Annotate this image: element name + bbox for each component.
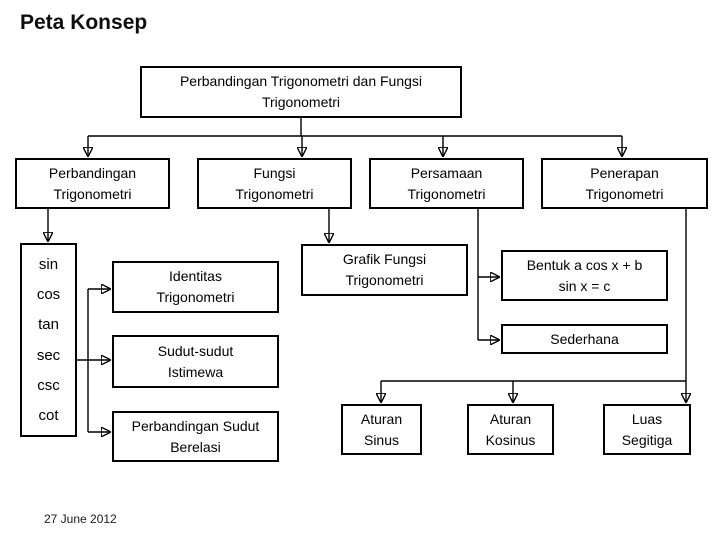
node-grafik-line1: Grafik Fungsi <box>342 251 427 267</box>
ratio-item-cos: cos <box>36 285 61 303</box>
node-aturan-kosinus-line2: Kosinus <box>485 431 536 448</box>
node-luas-segitiga-line2: Segitiga <box>621 431 673 448</box>
node-perbandingan-trigonometri: Perbandingan Trigonometri <box>15 158 170 209</box>
ratio-item-cot: cot <box>38 407 59 425</box>
node-persamaan-line1: Persamaan <box>410 164 483 181</box>
node-sudut-istimewa-line2: Istimewa <box>167 363 224 380</box>
node-perbandingan-line1: Perbandingan <box>48 164 137 181</box>
node-identitas-line2: Trigonometri <box>156 289 235 305</box>
node-root: Perbandingan Trigonometri dan Fungsi Tri… <box>140 66 462 118</box>
node-sudut-istimewa-line1: Sudut-sudut <box>157 342 234 359</box>
node-root-line2: Trigonometri <box>261 94 341 110</box>
ratio-item-csc: csc <box>37 376 60 394</box>
node-sudut-berelasi-line2: Berelasi <box>170 438 221 455</box>
node-aturan-kosinus: Aturan Kosinus <box>467 404 554 455</box>
node-identitas-line1: Identitas <box>169 268 222 284</box>
connector-ratios-branches <box>77 289 109 432</box>
ratio-item-tan: tan <box>38 316 59 334</box>
node-identitas-trigonometri: Identitas Trigonometri <box>112 261 279 313</box>
page-title: Peta Konsep <box>20 11 148 34</box>
node-bentuk-line1: Bentuk a cos x + b <box>526 256 643 273</box>
node-grafik-line2: Trigonometri <box>345 272 424 288</box>
node-sederhana-line1: Sederhana <box>550 330 619 347</box>
node-perbandingan-line2: Trigonometri <box>53 185 132 202</box>
node-aturan-sinus-line2: Sinus <box>363 431 400 448</box>
node-aturan-sinus-line1: Aturan <box>360 410 403 427</box>
ratio-item-sec: sec <box>36 346 61 364</box>
node-bentuk-acosx-bsinx: Bentuk a cos x + b sin x = c <box>501 250 668 301</box>
node-fungsi-line1: Fungsi <box>253 164 296 181</box>
node-root-line1: Perbandingan Trigonometri dan Fungsi <box>179 73 423 89</box>
node-penerapan-trigonometri: Penerapan Trigonometri <box>541 158 708 209</box>
node-luas-segitiga: Luas Segitiga <box>603 404 691 455</box>
node-fungsi-trigonometri: Fungsi Trigonometri <box>197 158 352 209</box>
node-bentuk-line2: sin x = c <box>558 277 611 294</box>
slide-date: 27 June 2012 <box>44 512 117 526</box>
connector-root-to-bus <box>88 118 622 155</box>
node-penerapan-line1: Penerapan <box>590 164 659 181</box>
node-persamaan-trigonometri: Persamaan Trigonometri <box>369 158 524 209</box>
connector-persamaan-branches <box>477 209 498 340</box>
node-perbandingan-sudut-berelasi: Perbandingan Sudut Berelasi <box>112 411 279 462</box>
node-penerapan-line2: Trigonometri <box>585 185 664 202</box>
node-aturan-kosinus-line1: Aturan <box>489 410 532 427</box>
ratio-item-sin: sin <box>38 255 59 273</box>
node-persamaan-line2: Trigonometri <box>407 185 486 202</box>
node-luas-segitiga-line1: Luas <box>631 410 663 427</box>
node-trig-ratio-list: sin cos tan sec csc cot <box>20 243 77 437</box>
node-sudut-sudut-istimewa: Sudut-sudut Istimewa <box>112 335 279 388</box>
node-sederhana: Sederhana <box>501 324 668 354</box>
node-grafik-fungsi-trigonometri: Grafik Fungsi Trigonometri <box>301 244 468 296</box>
node-aturan-sinus: Aturan Sinus <box>341 404 422 455</box>
connector-penerapan-branches <box>381 209 686 401</box>
node-fungsi-line2: Trigonometri <box>235 185 314 202</box>
node-sudut-berelasi-line1: Perbandingan Sudut <box>131 417 260 434</box>
